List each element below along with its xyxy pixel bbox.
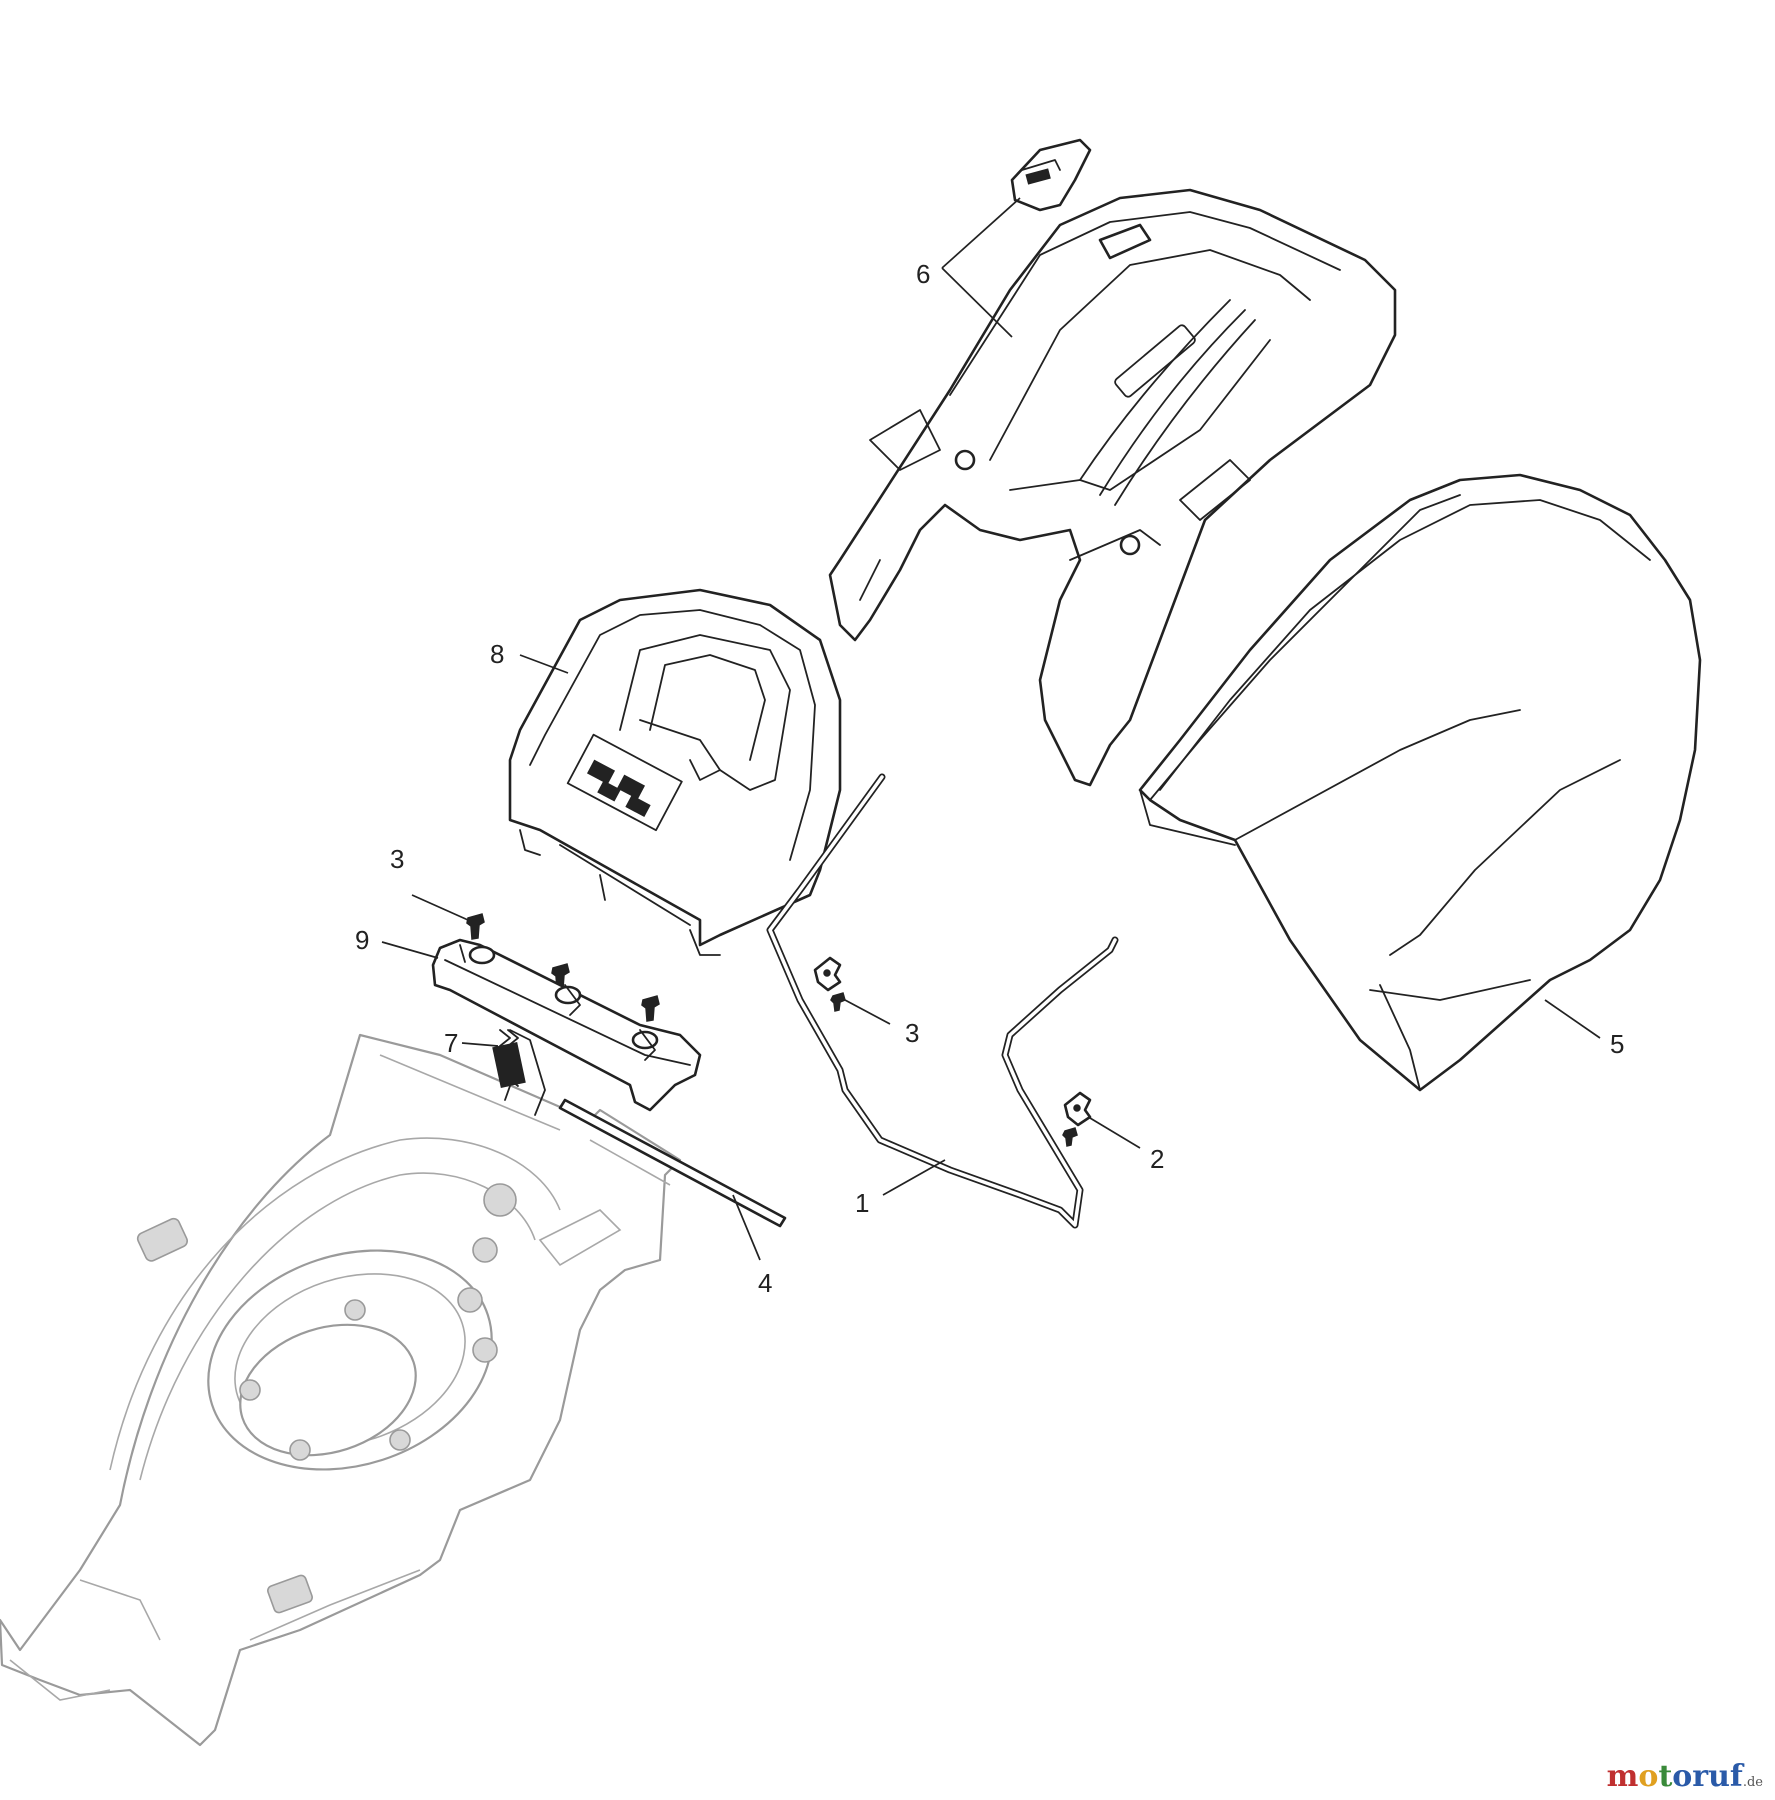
part-4-rod (558, 1098, 787, 1228)
part-2-clips (813, 956, 1092, 1127)
leader-lines (381, 197, 1601, 1261)
callout-8: 8 (490, 639, 504, 669)
callout-3-upper: 3 (390, 844, 404, 874)
callout-9: 9 (355, 925, 369, 955)
mower-deck (0, 1033, 682, 1747)
leader-3b (844, 999, 891, 1025)
watermark-letters-rest: oruf (1672, 1759, 1743, 1794)
leader-1 (882, 1159, 946, 1196)
leader-7 (461, 1042, 499, 1047)
callout-5: 5 (1610, 1029, 1624, 1059)
leader-5 (1544, 999, 1601, 1039)
leader-4 (732, 1194, 761, 1261)
part-9-hinge-bracket (431, 938, 702, 1112)
callout-3-lower: 3 (905, 1018, 919, 1048)
callout-1: 1 (855, 1188, 869, 1218)
callout-4: 4 (758, 1268, 772, 1298)
callout-numbers: 6 8 3 9 7 3 5 2 1 4 (355, 259, 1624, 1298)
watermark-letter-t: t (1658, 1759, 1673, 1794)
part-7-spring (492, 1029, 546, 1116)
part-5-grass-bag (1138, 473, 1702, 1092)
callout-7: 7 (444, 1028, 458, 1058)
part-3-screws (466, 913, 1078, 1147)
part-1-bag-frame (766, 773, 1119, 1229)
leader-6b (941, 267, 1013, 338)
watermark-letter-m: m (1606, 1759, 1639, 1794)
leader-2 (1089, 1117, 1141, 1149)
watermark-suffix: .de (1742, 1775, 1763, 1790)
watermark-letter-o: o (1638, 1759, 1659, 1794)
callout-2: 2 (1150, 1144, 1164, 1174)
leader-3a (411, 894, 469, 921)
motoruf-watermark: motoruf.de (1607, 1759, 1763, 1794)
part-6-clip (1010, 138, 1092, 212)
part-8-rear-flap (508, 588, 842, 956)
callout-6: 6 (916, 259, 930, 289)
part-6-bag-lid (828, 188, 1397, 787)
leader-6 (941, 197, 1021, 269)
leader-9 (381, 941, 439, 959)
leader-8 (519, 654, 569, 674)
